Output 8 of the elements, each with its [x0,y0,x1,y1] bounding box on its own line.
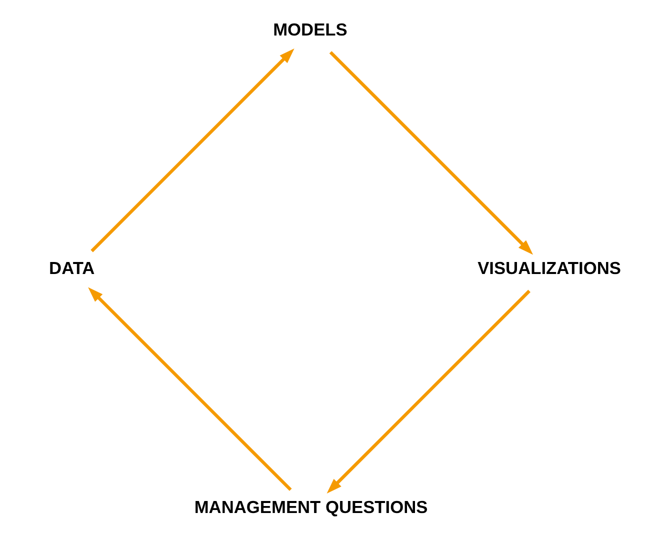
node-text: VISUALIZATIONS [478,258,621,278]
arrow [326,290,530,494]
node-text: MANAGEMENT QUESTIONS [194,496,428,517]
arrow [88,287,292,491]
node-text: MODELS [273,19,348,40]
arrow [90,48,294,252]
arrow [329,51,534,255]
node-text: DATA [49,258,95,278]
